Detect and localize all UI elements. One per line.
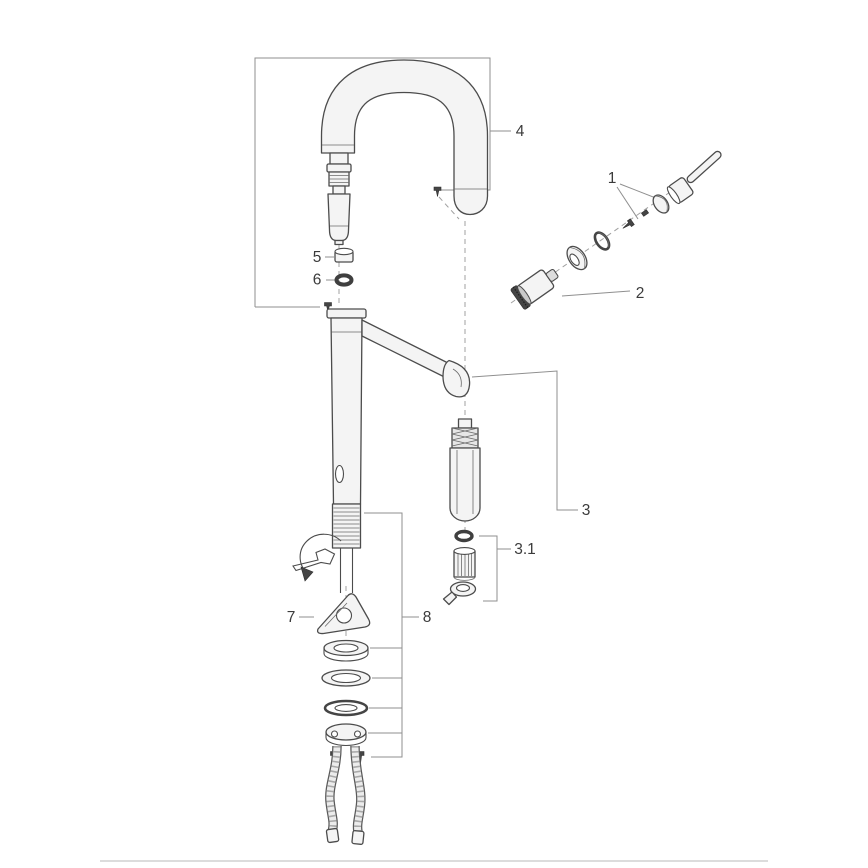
supply-hose-left xyxy=(325,745,342,844)
callout-4: 4 xyxy=(516,123,525,140)
faucet-body xyxy=(326,308,471,593)
wrench-icon xyxy=(292,548,336,572)
assembly-axes xyxy=(338,166,707,641)
handle-assembly xyxy=(510,150,722,310)
triangle-bracket xyxy=(316,593,371,635)
lever-handle xyxy=(666,150,722,205)
mounting-flange xyxy=(325,723,367,747)
callout-2: 2 xyxy=(636,285,645,302)
spray-head xyxy=(326,152,352,246)
supply-hoses xyxy=(325,745,366,845)
cone-ring xyxy=(593,231,611,251)
callout-3: 3 xyxy=(582,502,591,519)
base-washer xyxy=(321,669,371,687)
spacer-ring xyxy=(323,639,369,662)
cartridge xyxy=(510,268,559,310)
rotate-arrow-icon xyxy=(299,533,342,582)
callouts: 1 2 3 3.1 4 5 6 7 8 xyxy=(287,123,645,626)
spout-arc xyxy=(320,59,489,216)
rubber-gasket xyxy=(323,699,369,717)
callout-6: 6 xyxy=(313,272,322,289)
supply-hose-right xyxy=(350,745,366,845)
aerator-insert xyxy=(453,547,476,581)
handle-screw xyxy=(622,218,635,229)
bayonet-ring xyxy=(442,581,477,606)
handle-cap xyxy=(652,194,670,214)
body-button xyxy=(334,464,345,484)
handle-pin xyxy=(640,209,650,217)
aerator-o-ring xyxy=(454,529,474,543)
aerator-parts xyxy=(442,529,477,606)
callout-8: 8 xyxy=(423,609,432,626)
mounting-threads xyxy=(331,503,362,549)
callout-7: 7 xyxy=(287,609,296,626)
side-arm xyxy=(361,319,457,382)
callout-1: 1 xyxy=(608,170,617,187)
callout-3-1: 3.1 xyxy=(514,541,536,558)
escutcheon-cone xyxy=(566,245,588,271)
diverter-cartridge xyxy=(449,418,481,522)
o-ring xyxy=(334,273,354,287)
coupling-nut xyxy=(334,247,354,263)
spout-set-screw xyxy=(433,186,442,197)
washer-stack xyxy=(321,639,371,766)
callout-5: 5 xyxy=(313,249,322,266)
spray-holder xyxy=(442,359,471,398)
